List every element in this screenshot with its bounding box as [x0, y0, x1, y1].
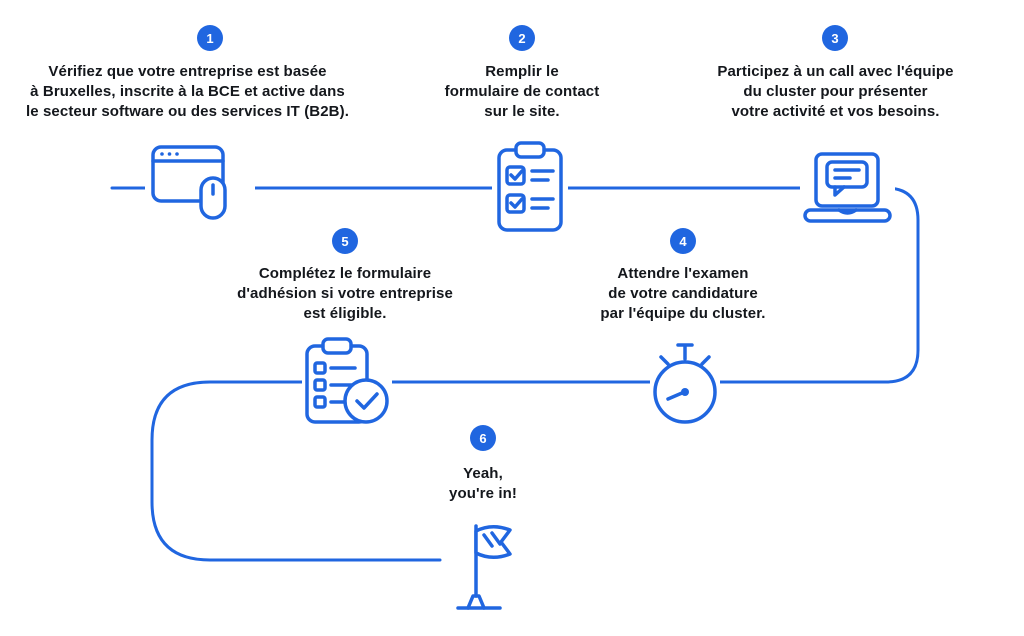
- flag-icon: [448, 520, 520, 618]
- step-label-6: Yeah, you're in!: [449, 465, 517, 502]
- step-number-badge-2: 2: [509, 25, 535, 51]
- laptop-chat-icon: [800, 150, 895, 230]
- step-number-badge-1: 1: [197, 25, 223, 51]
- step-number-badge-6: 6: [470, 425, 496, 451]
- stopwatch-icon: [650, 342, 720, 427]
- step-label-2: Remplir le formulaire de contact sur le …: [444, 63, 600, 120]
- step-label-1: Vérifiez que votre entreprise est basée …: [26, 63, 349, 120]
- step-label-3: Participez à un call avec l'équipe du cl…: [717, 63, 954, 120]
- browser-mouse-icon: [145, 142, 255, 222]
- step-label-4: Attendre l'examen de votre candidature p…: [600, 265, 766, 322]
- clipboard-checklist-icon: [492, 140, 568, 236]
- step-number-badge-4: 4: [670, 228, 696, 254]
- step-label-5: Complétez le formulaire d'adhésion si vo…: [237, 265, 453, 322]
- clipboard-approved-icon: [302, 336, 392, 428]
- step-number-badge-3: 3: [822, 25, 848, 51]
- step-number-badge-5: 5: [332, 228, 358, 254]
